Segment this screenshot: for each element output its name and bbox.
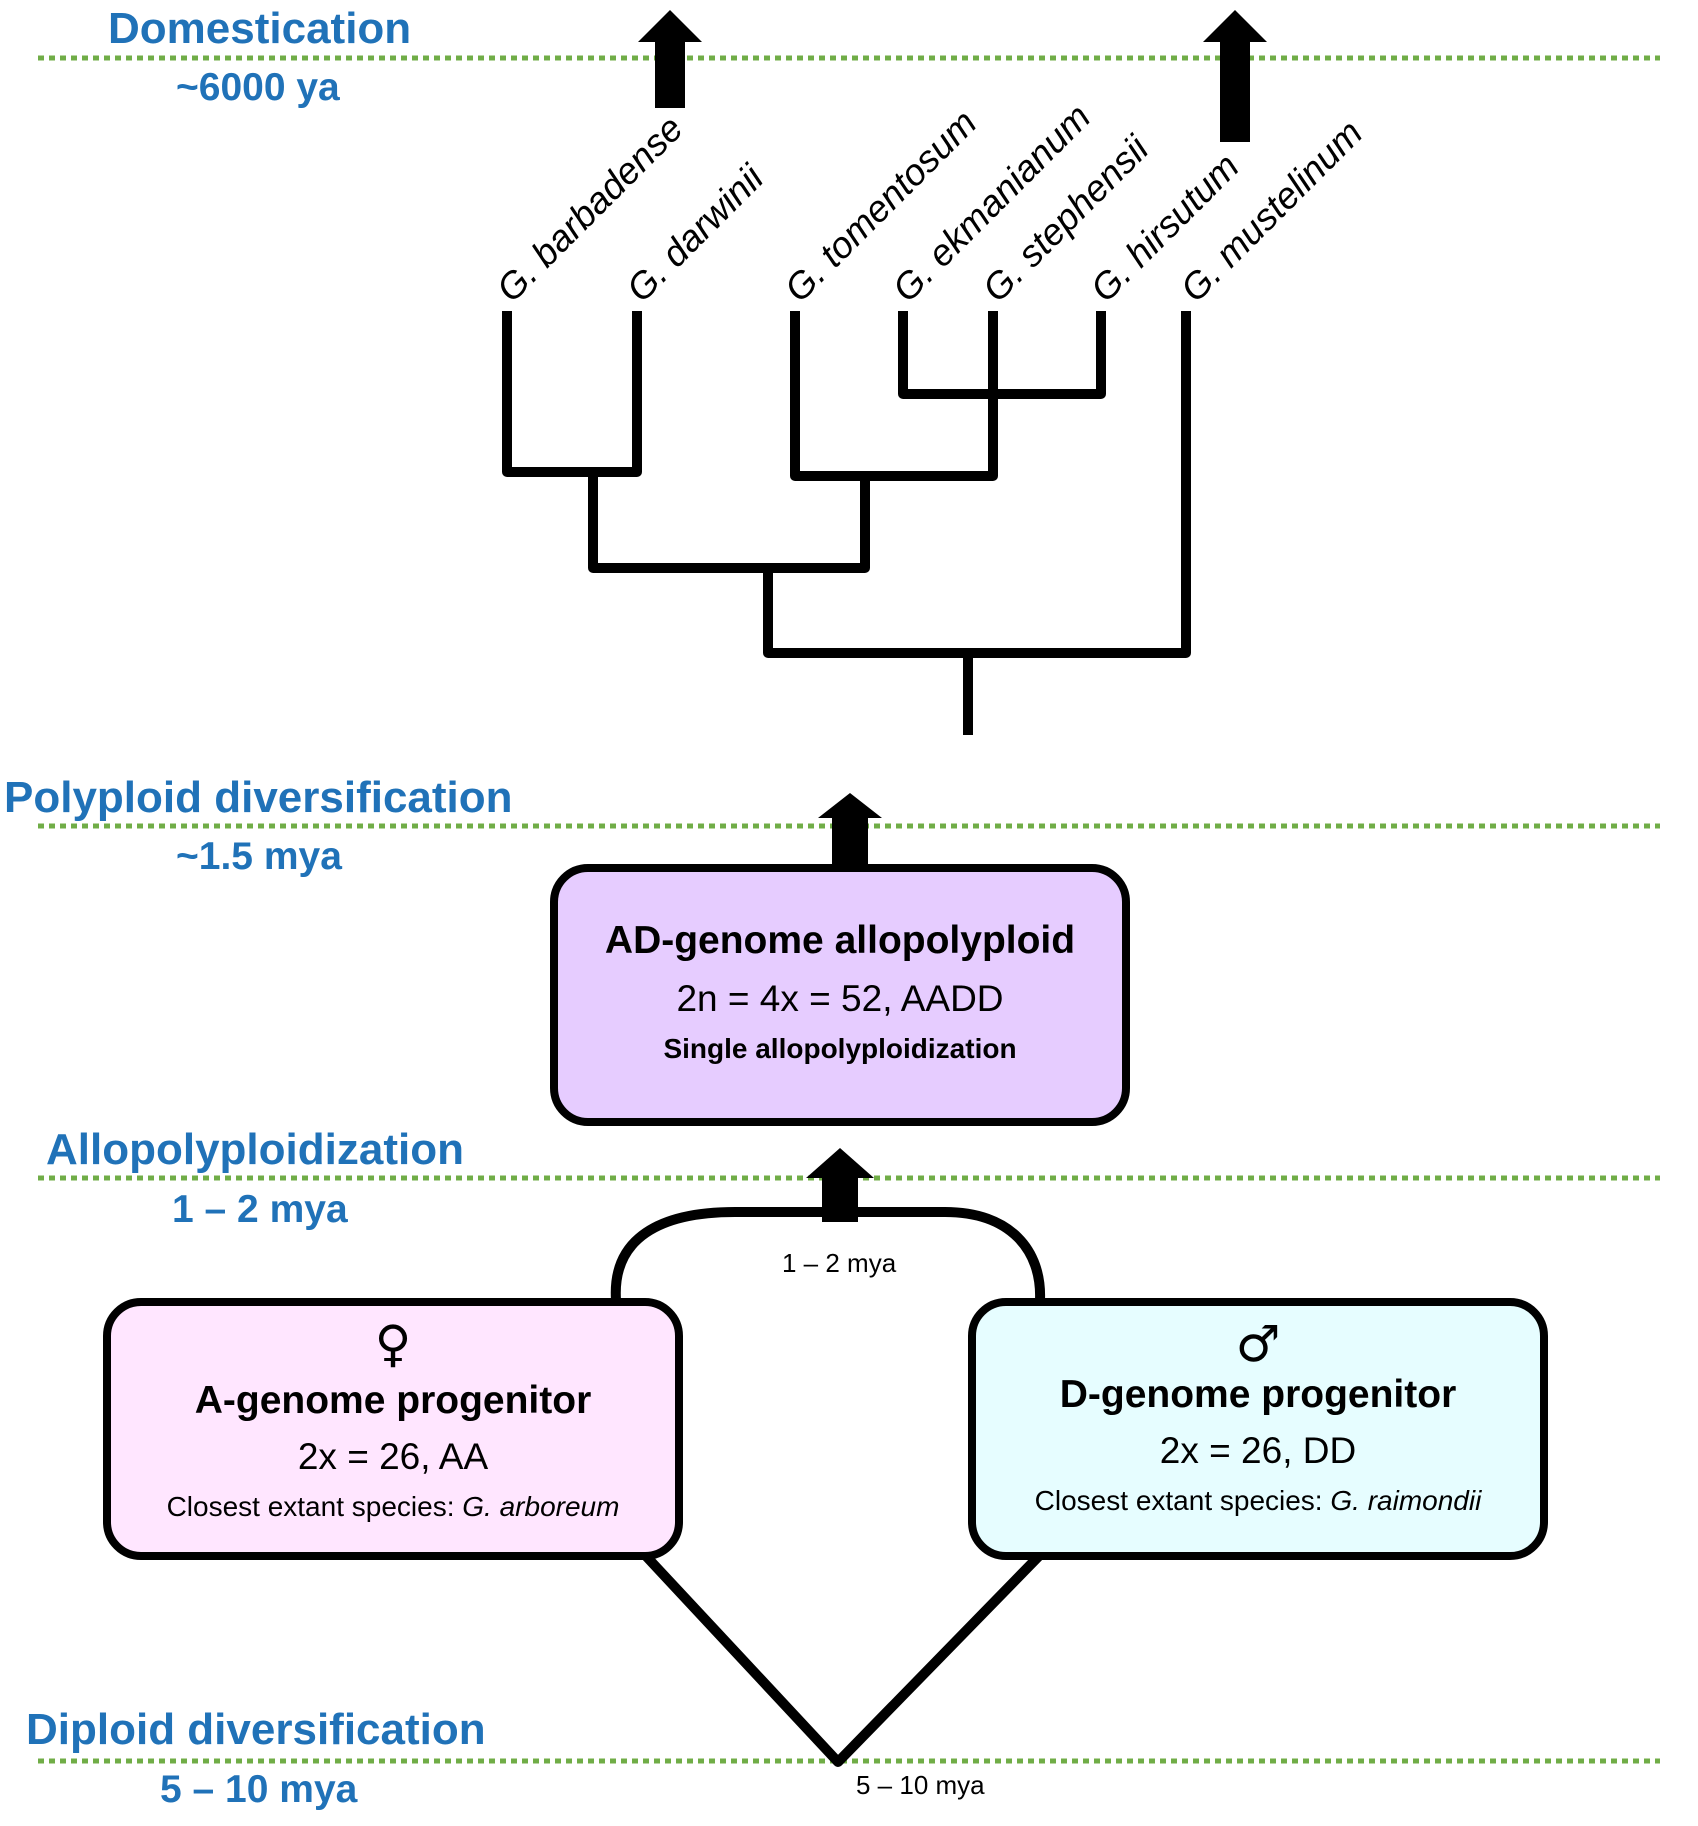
a-genome-title: A-genome progenitor <box>194 1379 592 1422</box>
d-genome-box: ♂ D-genome progenitor 2x = 26, DD Closes… <box>968 1298 1548 1560</box>
era-time-polyploid: ~1.5 mya <box>176 835 342 878</box>
era-title-allopolyploidization: Allopolyploidization <box>46 1125 464 1174</box>
arrow-polyploid-diversification <box>818 793 882 868</box>
branch-barbadense-darwinii <box>502 311 642 477</box>
diploid-split <box>641 1551 1044 1767</box>
era-title-domestication: Domestication <box>108 4 412 53</box>
era-time-domestication: ~6000 ya <box>176 66 340 109</box>
branch-ekmanianum-hirsutum <box>898 311 1106 399</box>
phylogeny-tree <box>502 311 1191 735</box>
a-genome-formula: 2x = 26, AA <box>297 1436 489 1477</box>
a-genome-note: Closest extant species: G. arboreum <box>111 1488 675 1526</box>
era-time-diploid: 5 – 10 mya <box>160 1768 358 1811</box>
female-symbol-icon: ♀ <box>374 1315 412 1373</box>
merge-time-label: 1 – 2 mya <box>782 1248 897 1278</box>
arrow-allopolyploidization <box>806 1148 874 1222</box>
arrow-hirsutum-domestication <box>1203 10 1267 142</box>
era-time-allopolyploidization: 1 – 2 mya <box>172 1188 348 1231</box>
d-genome-note-species: G. raimondii <box>1330 1485 1482 1516</box>
allopolyploid-title: AD-genome allopolyploid <box>604 919 1076 962</box>
era-title-diploid: Diploid diversification <box>26 1705 486 1754</box>
arrow-barbadense-domestication <box>638 10 702 108</box>
d-genome-note-prefix: Closest extant species: <box>1034 1485 1331 1516</box>
allopolyploid-formula: 2n = 4x = 52, AADD <box>676 978 1004 1019</box>
allopolyploid-note: Single allopolyploidization <box>663 1033 1017 1064</box>
d-genome-note: Closest extant species: G. raimondii <box>976 1482 1540 1520</box>
arrows <box>638 10 1267 1222</box>
branch-left-clade <box>588 467 870 573</box>
d-genome-title: D-genome progenitor <box>1059 1373 1457 1416</box>
male-symbol-icon: ♂ <box>1235 1315 1281 1373</box>
d-genome-formula: 2x = 26, DD <box>1159 1430 1357 1471</box>
a-genome-note-species: G. arboreum <box>462 1491 620 1522</box>
a-genome-note-prefix: Closest extant species: <box>166 1491 463 1522</box>
split-time-label: 5 – 10 mya <box>856 1770 985 1800</box>
progenitor-merge-arc <box>610 1207 1046 1301</box>
era-title-polyploid: Polyploid diversification <box>4 773 513 822</box>
a-genome-box: ♀ A-genome progenitor 2x = 26, AA Closes… <box>103 1298 683 1560</box>
allopolyploid-box: AD-genome allopolyploid 2n = 4x = 52, AA… <box>550 864 1130 1126</box>
branch-all-species <box>763 311 1191 658</box>
